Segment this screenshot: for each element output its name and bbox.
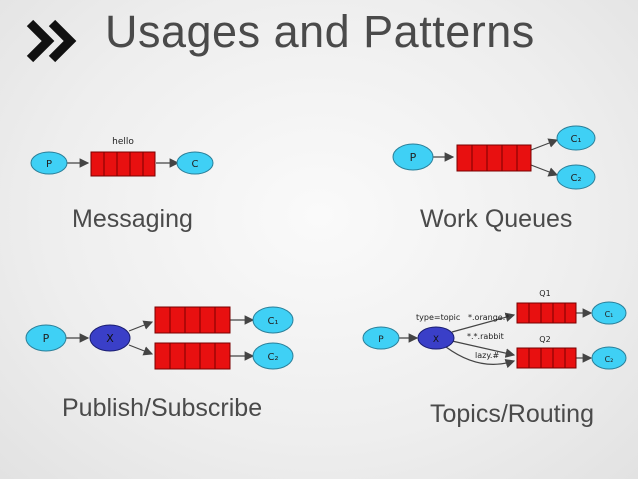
work-queues-caption: Work Queues: [420, 205, 573, 233]
topics-consumer-2-node: [591, 346, 627, 370]
work-queues-edge-queue-to-c1: [530, 138, 559, 151]
work-queues-edge-queue-to-c2: [530, 164, 559, 177]
pubsub-queue-1: [154, 306, 231, 334]
work-queues-consumer-1-label: C₁: [571, 134, 582, 145]
pubsub-queue-2: [154, 342, 231, 370]
topics-consumer-2-label: C₂: [605, 355, 614, 364]
pubsub-edge-x-to-queue-2: [128, 344, 154, 356]
pubsub-exchange-label: X: [106, 332, 114, 345]
double-chevron-right-icon: [26, 19, 77, 63]
topics-binding-1-label: *.orange.*: [468, 313, 509, 322]
pubsub-consumer-1-label: C₁: [268, 316, 279, 327]
messaging-producer-node: [30, 151, 68, 175]
topics-routing-caption: Topics/Routing: [430, 400, 594, 428]
work-queues-producer-label: P: [410, 151, 417, 164]
messaging-producer-label: P: [46, 159, 52, 170]
topics-exchange-label: X: [433, 335, 439, 345]
topics-queue-1: [516, 302, 577, 324]
work-queues-diagram: P C₁ C₂: [392, 125, 596, 190]
work-queues-consumer-2-label: C₂: [571, 173, 582, 184]
topics-binding-2-label: *.*.rabbit: [467, 332, 504, 341]
topics-exchange-node: [417, 326, 455, 350]
work-queues-consumer-1-node: [556, 125, 596, 151]
messaging-diagram: P hello C: [30, 137, 214, 177]
work-queues-producer-node: [392, 143, 434, 171]
topics-queue-2-label: Q2: [539, 335, 550, 344]
topics-exchange-type-label: type=topic: [416, 313, 460, 322]
messaging-queue: [90, 151, 156, 177]
pubsub-exchange-node: [89, 324, 131, 352]
messaging-consumer-node: [176, 151, 214, 175]
topics-routing-diagram: P X type=topic *.orange.* *.*.rabbit laz…: [362, 289, 627, 370]
topics-edge-x-to-q1: [451, 312, 516, 333]
messaging-consumer-label: C: [192, 159, 199, 170]
pubsub-consumer-2-node: [252, 342, 294, 370]
work-queues-queue: [456, 144, 532, 172]
pubsub-consumer-1-node: [252, 306, 294, 334]
messaging-caption: Messaging: [72, 205, 193, 233]
topics-edge-x-to-q2-rabbit: [451, 340, 516, 358]
topics-consumer-1-node: [591, 301, 627, 325]
messaging-queue-label: hello: [112, 137, 134, 147]
pubsub-producer-label: P: [43, 332, 50, 345]
topics-consumer-1-label: C₁: [605, 310, 614, 319]
page-title: Usages and Patterns: [105, 6, 535, 57]
topics-edge-x-to-q2-lazy: [445, 346, 516, 369]
publish-subscribe-caption: Publish/Subscribe: [62, 394, 263, 422]
pubsub-edge-x-to-queue-1: [128, 320, 154, 332]
topics-queue-1-label: Q1: [539, 289, 550, 298]
topics-producer-node: [362, 326, 400, 350]
topics-producer-label: P: [378, 335, 384, 345]
publish-subscribe-diagram: P X C₁ C₂: [25, 306, 294, 370]
topics-binding-3-label: lazy.#: [475, 351, 499, 360]
pubsub-producer-node: [25, 324, 67, 352]
topics-queue-2: [516, 347, 577, 369]
pubsub-consumer-2-label: C₂: [268, 352, 279, 363]
work-queues-consumer-2-node: [556, 164, 596, 190]
